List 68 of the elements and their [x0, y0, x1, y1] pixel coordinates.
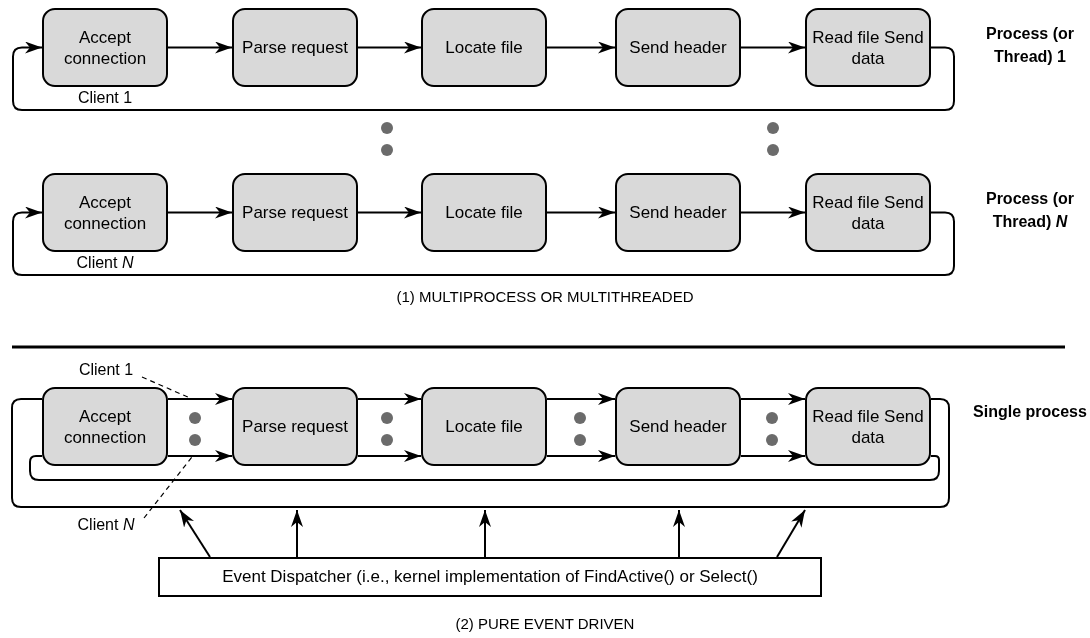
box-text: Locate file [445, 202, 523, 223]
process-box [232, 8, 358, 87]
arrow [479, 509, 491, 558]
box-text: Accept connection [62, 191, 148, 234]
leader-line [141, 376, 191, 399]
arrow [546, 450, 616, 462]
box-text: Accept connection [62, 405, 148, 448]
process-box [615, 173, 741, 252]
process-box [42, 173, 168, 252]
arrow [546, 393, 616, 405]
process-box [42, 387, 168, 466]
process-box [421, 8, 547, 87]
process-box [421, 173, 547, 252]
process-label: Process (or Thread) 1 [984, 24, 1075, 67]
arrow [357, 450, 422, 462]
arrow [167, 393, 233, 405]
box-text: Locate file [445, 416, 523, 437]
arrow [776, 509, 806, 558]
box-text: Parse request [242, 202, 348, 223]
loop-line [11, 398, 950, 508]
client-label: Client 1 [70, 359, 142, 381]
box-text: Accept connection [62, 26, 148, 69]
arrow [740, 450, 806, 462]
arrow [12, 41, 955, 111]
process-box [805, 387, 931, 466]
arrow [357, 206, 422, 219]
client-label: Client N [68, 514, 144, 536]
box-text: Read file Send data [811, 26, 925, 69]
arrow [546, 206, 616, 219]
box-text: Read file Send data [811, 191, 925, 234]
arrow [12, 206, 955, 276]
client-label: Client 1 [76, 89, 134, 107]
process-box [805, 8, 931, 87]
arrow [291, 509, 303, 558]
box-text: Locate file [445, 37, 523, 58]
box-text: Parse request [242, 37, 348, 58]
process-box [615, 387, 741, 466]
process-box [615, 8, 741, 87]
arrow [740, 393, 806, 405]
dispatcher-box [158, 557, 822, 597]
process-box [421, 387, 547, 466]
section-title: (2) PURE EVENT DRIVEN [454, 615, 636, 632]
arrow [167, 206, 233, 219]
process-box [232, 173, 358, 252]
arrow [179, 509, 211, 558]
process-box [42, 8, 168, 87]
arrow [167, 450, 233, 462]
arrow [357, 393, 422, 405]
arrow [740, 206, 806, 219]
arrow [167, 41, 233, 54]
loop-line [29, 455, 940, 481]
process-label: Single process [972, 402, 1088, 422]
process-box [805, 173, 931, 252]
arrow [546, 41, 616, 54]
process-box [232, 387, 358, 466]
box-text: Event Dispatcher (i.e., kernel implementation of FindActive() or Select() [222, 567, 758, 587]
arrow [740, 41, 806, 54]
box-text: Send header [629, 416, 727, 437]
process-label: Process (or Thread) N [984, 189, 1075, 232]
arrow [673, 509, 685, 558]
box-text: Parse request [242, 416, 348, 437]
box-text: Send header [629, 37, 727, 58]
client-label: Client N [75, 254, 135, 272]
box-text: Send header [629, 202, 727, 223]
section-title: (1) MULTIPROCESS OR MULTITHREADED [395, 288, 695, 305]
box-text: Read file Send data [811, 405, 925, 448]
arrow [357, 41, 422, 54]
leader-line [143, 456, 193, 519]
